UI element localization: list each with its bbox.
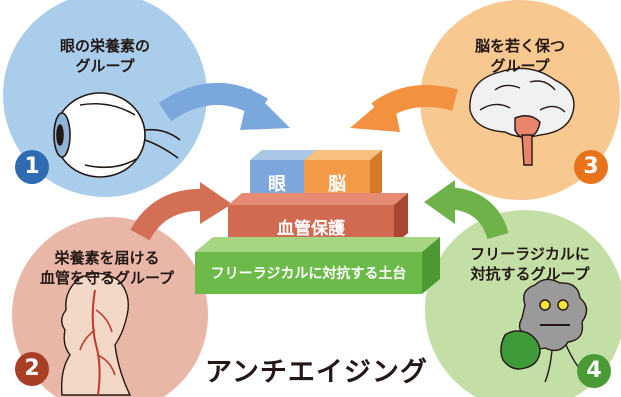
group-2-label: 栄養素を届ける 血管を守るグループ	[22, 248, 192, 288]
group-4-label-line2: 対抗するグループ	[470, 265, 590, 283]
arrow-group-2	[130, 182, 232, 241]
arrow-group-3	[350, 85, 458, 132]
group-1-label-line1: 眼の栄養素の	[59, 37, 150, 55]
group-3-label: 脳を若く保つ グループ	[455, 36, 585, 76]
group-1-label-line2: グループ	[75, 57, 135, 75]
block-eye-label: 眼	[268, 174, 286, 195]
arrow-group-4	[424, 180, 509, 240]
block-free-radical-base	[195, 237, 440, 294]
group-3-number-badge: 3	[574, 150, 608, 184]
arrow-group-1	[158, 82, 290, 130]
group-1-number-badge: 1	[15, 150, 49, 184]
group-4-label: フリーラジカルに 対抗するグループ	[455, 244, 605, 284]
block-base-label: フリーラジカルに対抗する土台	[210, 266, 407, 282]
group-4-number-badge: 4	[577, 354, 611, 388]
group-4-label-line1: フリーラジカルに	[470, 245, 590, 263]
eye-illustration	[53, 92, 181, 178]
group-4-circle	[425, 210, 621, 397]
group-2-label-line1: 栄養素を届ける	[54, 249, 160, 267]
group-2-label-line2: 血管を守るグループ	[39, 269, 175, 287]
diagram-title: アンチエイジング	[205, 357, 428, 388]
free-radical-illustration	[500, 278, 588, 383]
brain-illustration	[469, 67, 575, 166]
group-3-label-line1: 脳を若く保つ	[474, 37, 565, 55]
group-3-label-line2: グループ	[490, 57, 550, 75]
block-vessel-label: 血管保護	[277, 219, 345, 239]
head-vessel-illustration	[60, 272, 132, 396]
group-2-number-badge: 2	[15, 352, 49, 386]
group-1-label: 眼の栄養素の グループ	[40, 36, 170, 76]
block-brain-label: 脳	[328, 174, 346, 195]
